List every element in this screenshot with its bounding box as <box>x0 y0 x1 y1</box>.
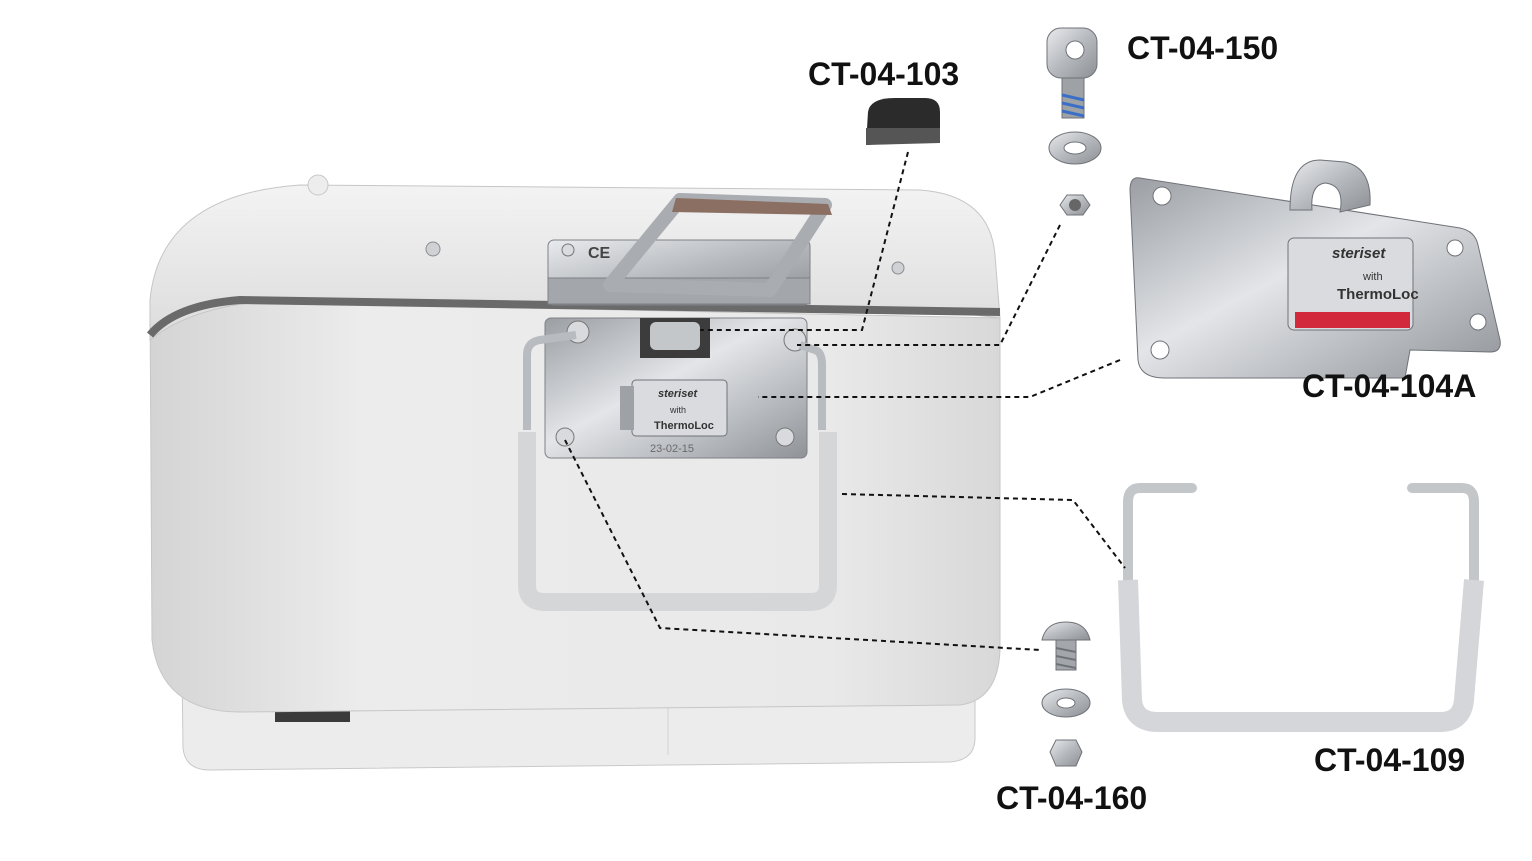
part-ct-04-109-handle <box>1118 483 1484 732</box>
label-ct-04-109: CT-04-109 <box>1314 742 1466 778</box>
leader-lines <box>564 151 1126 651</box>
label-ct-04-103: CT-04-103 <box>808 56 960 92</box>
part-plate-brand: steriset <box>1332 245 1386 262</box>
leader-ct-04-109 <box>841 493 1126 569</box>
leader-ct-04-160 <box>564 439 1041 651</box>
lid-handle <box>603 193 832 297</box>
part-ct-04-103-rubber-bumper <box>866 98 940 145</box>
part-plate-with: with <box>1362 271 1383 283</box>
label-ct-04-160: CT-04-160 <box>996 780 1148 816</box>
label-ct-04-104a: CT-04-104A <box>1302 368 1477 404</box>
latch-plate: steriset with ThermoLoc 23-02-15 <box>544 317 808 459</box>
part-ct-04-150-eye-screw-set <box>1046 27 1102 216</box>
part-ct-04-160-screw-set <box>1041 621 1091 767</box>
part-ct-04-104a-latch-plate: steriset with ThermoLoc <box>1129 159 1501 379</box>
part-plate-product: ThermoLoc <box>1337 286 1419 303</box>
plate-product-small: ThermoLoc <box>654 420 714 432</box>
plate-date-code: 23-02-15 <box>650 443 694 455</box>
front-handle-mounted <box>518 331 837 611</box>
label-ct-04-150: CT-04-150 <box>1127 30 1279 66</box>
leader-ct-04-103 <box>700 151 909 331</box>
svg-text:CE: CE <box>588 245 611 262</box>
plate-with-small: with <box>669 405 686 415</box>
plate-brand-small: steriset <box>658 388 698 400</box>
